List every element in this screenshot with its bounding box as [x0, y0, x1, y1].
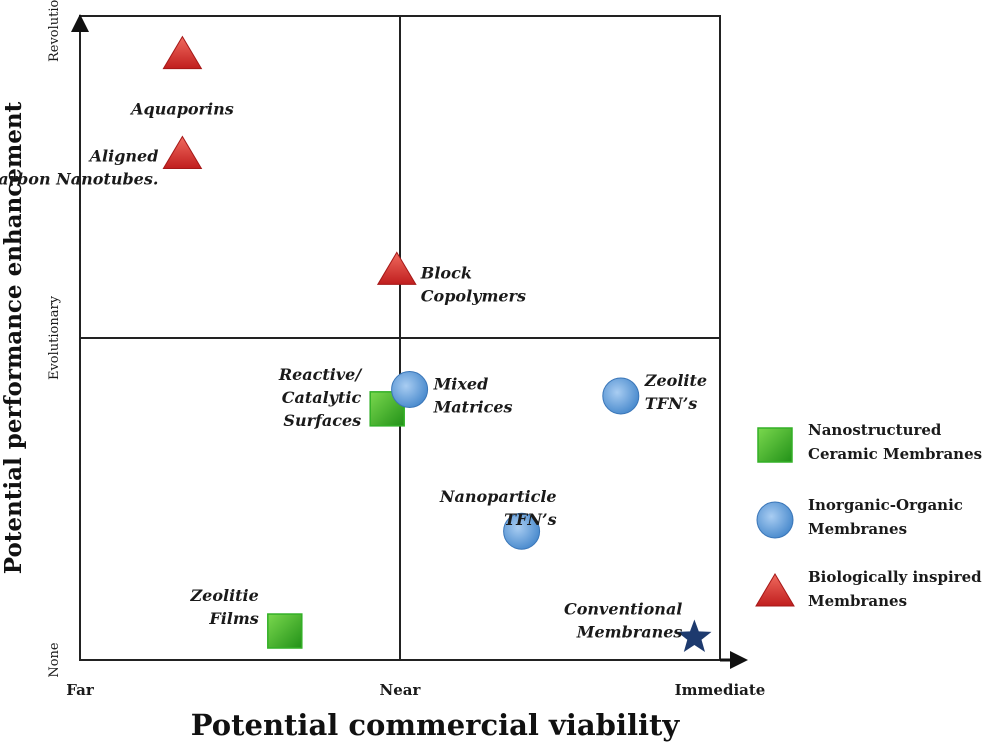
triangle-marker	[162, 35, 203, 70]
data-label: Surfaces	[283, 411, 361, 430]
data-label: Nanoparticle	[439, 487, 557, 506]
data-label: Catalytic	[282, 388, 362, 407]
data-label: TFN’s	[504, 510, 556, 529]
square-marker	[267, 613, 303, 649]
x-tick-labels: Far Near Immediate	[66, 681, 765, 699]
y-tick-label: None	[47, 642, 62, 678]
x-axis-arrowhead	[730, 651, 748, 669]
legend-circle-marker	[756, 501, 794, 539]
triangle-marker	[162, 135, 203, 169]
y-axis-title: Potential performance enhancement	[0, 101, 27, 574]
circle-marker	[602, 377, 640, 415]
x-tick-label: Near	[380, 681, 422, 699]
triangle-marker	[376, 251, 417, 285]
data-point: Aquaporins	[129, 35, 234, 119]
legend-label: Inorganic-Organic	[808, 496, 963, 514]
y-axis-arrowhead	[71, 14, 89, 32]
legend-label: Biologically inspired	[808, 568, 982, 586]
x-tick-label: Far	[66, 681, 95, 699]
legend-square-marker	[757, 427, 793, 463]
square-marker	[369, 391, 405, 427]
data-label: Matrices	[433, 398, 513, 417]
y-tick-labels: None Evolutionary Revolutionary	[47, 0, 62, 678]
data-points: Reactive/CatalyticSurfacesZeolitieFilmsM…	[0, 35, 712, 652]
legend-label: Ceramic Membranes	[808, 445, 982, 463]
data-label: Copolymers	[421, 286, 526, 305]
data-label: Block	[420, 263, 472, 282]
data-label: Aligned	[88, 146, 159, 165]
data-label: Zeolitie	[189, 586, 258, 605]
data-label: Reactive/	[278, 365, 364, 384]
legend-label: Membranes	[808, 592, 907, 610]
data-label: TFN’s	[645, 394, 697, 413]
data-label: Membranes	[576, 622, 683, 641]
circle-marker	[391, 371, 429, 409]
data-label: Aquaporins	[129, 100, 234, 119]
circle-marker	[503, 512, 541, 550]
data-label: Zeolite	[644, 371, 707, 390]
legend-label: Nanostructured	[808, 421, 942, 439]
y-tick-label: Evolutionary	[47, 295, 62, 380]
data-label: Conventional	[564, 599, 682, 618]
data-label: Films	[208, 609, 258, 628]
x-tick-label: Immediate	[675, 681, 766, 699]
x-axis-title: Potential commercial viability	[191, 708, 681, 742]
data-label: Carbon Nanotubes.	[0, 169, 158, 188]
legend-label: Membranes	[808, 520, 907, 538]
data-label: Mixed	[433, 375, 489, 394]
y-tick-label: Revolutionary	[47, 0, 62, 62]
star-marker	[677, 619, 712, 652]
legend-triangle-marker	[755, 573, 795, 607]
